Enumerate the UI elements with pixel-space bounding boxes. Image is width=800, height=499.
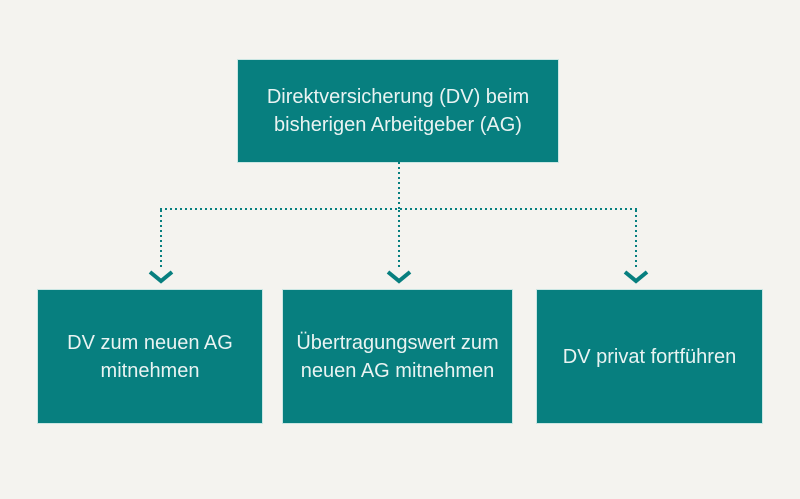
node-root-direktversicherung: Direktversicherung (DV) beim bisherigen … (238, 60, 558, 162)
node-option-dv-privat: DV privat fortführen (537, 290, 762, 423)
arrow-down-icon (386, 270, 412, 284)
node-option-label: DV zum neuen AG mitnehmen (67, 331, 233, 382)
connector-root-stem (398, 162, 400, 209)
arrow-down-icon (623, 270, 649, 284)
connector-drop-left (160, 210, 162, 270)
node-option-dv-mitnehmen: DV zum neuen AG mitnehmen (38, 290, 262, 423)
node-option-label: DV privat fortführen (562, 345, 737, 368)
node-option-uebertragungswert: Übertragungswert zum neuen AG mitnehmen (283, 290, 512, 423)
arrow-down-icon (148, 270, 174, 284)
node-root-label: Direktversicherung (DV) beim bisherigen … (266, 86, 530, 136)
connector-drop-middle (398, 210, 400, 270)
node-option-label: Übertragungswert zum neuen AG mitnehmen (296, 331, 499, 382)
connector-horizontal-bar (160, 208, 638, 210)
connector-drop-right (635, 210, 637, 270)
